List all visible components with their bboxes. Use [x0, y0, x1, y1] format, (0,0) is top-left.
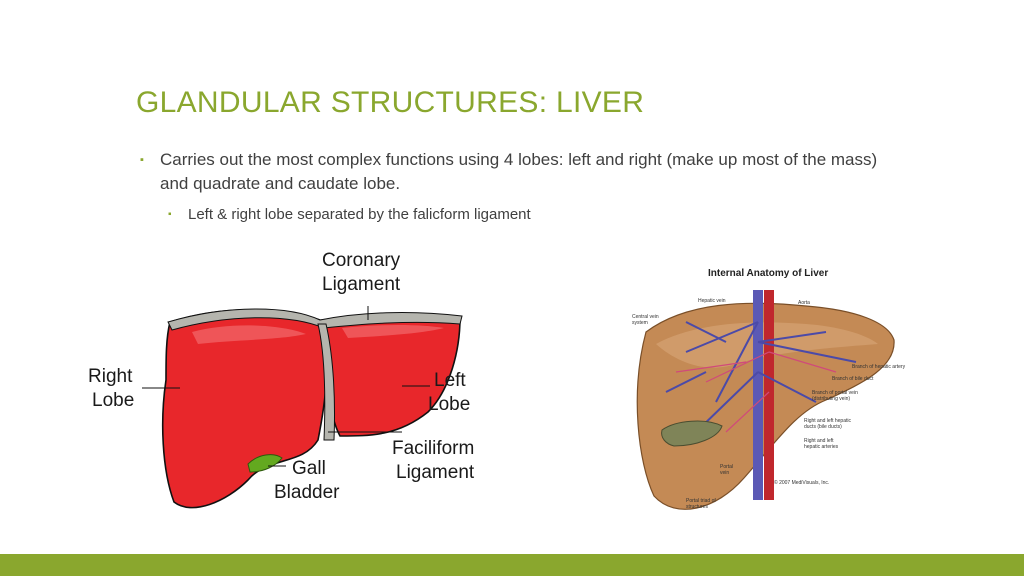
label-branch-artery: Branch of hepatic artery [852, 364, 906, 370]
label-rl-arteries: hepatic arteries [804, 444, 839, 450]
label-gall: Bladder [274, 482, 340, 503]
label-rl-arteries: Right and left [804, 438, 834, 444]
label-falciform: Faciliform [392, 438, 474, 459]
aorta-shape [764, 290, 774, 500]
gall-bladder-shape [661, 420, 723, 447]
label-central-vein: system [632, 320, 648, 326]
internal-anatomy-diagram: Internal Anatomy of Liver Hepatic vein A… [632, 268, 906, 510]
bullet-marker-icon: ▪ [168, 209, 172, 220]
label-portal-triad: structures [686, 504, 708, 510]
label-coronary: Coronary [322, 250, 401, 271]
label-copyright: © 2007 MediVisuals, Inc. [774, 479, 829, 486]
gall-bladder-shape [247, 454, 283, 473]
label-portal-vein: Portal [720, 464, 733, 470]
figure-title: Internal Anatomy of Liver [708, 268, 828, 279]
bullet-list: ▪ Carries out the most complex functions… [140, 148, 900, 226]
label-right-lobe: Right [88, 366, 133, 387]
vein-branches-shape [665, 321, 857, 433]
liver-lobes-diagram: Coronary Ligament Right Lobe Left Lobe F… [88, 250, 475, 509]
highlight-shape [342, 325, 444, 338]
label-right-lobe: Lobe [92, 390, 134, 411]
label-portal-triad: Portal triad of [686, 498, 716, 504]
label-rl-ducts: Right and left hepatic [804, 418, 851, 424]
label-central-vein: Central vein [632, 314, 659, 320]
vena-cava-shape [753, 290, 763, 500]
label-gall: Gall [292, 458, 326, 479]
bullet-item: ▪ Carries out the most complex functions… [140, 148, 900, 196]
bullet-marker-icon: ▪ [140, 154, 144, 166]
label-rl-ducts: ducts (bile ducts) [804, 424, 842, 430]
coronary-ligament-shape [167, 308, 463, 331]
label-aorta: Aorta [798, 300, 810, 306]
label-hepatic-vein: Hepatic vein [698, 298, 726, 304]
footer-accent-bar [0, 554, 1024, 576]
artery-branches-shape [675, 351, 837, 433]
label-left-lobe: Lobe [428, 394, 470, 415]
label-branch-bile: Branch of bile duct [832, 376, 874, 382]
slide-title: GLANDULAR STRUCTURES: LIVER [136, 86, 645, 119]
sub-bullet-item: ▪ Left & right lobe separated by the fal… [168, 204, 900, 226]
sub-bullet-text: Left & right lobe separated by the falic… [188, 206, 531, 223]
label-branch-portal: Branch of portal vein [812, 390, 858, 396]
label-left-lobe: Left [434, 370, 466, 391]
bullet-text: Carries out the most complex functions u… [160, 150, 878, 193]
falciform-ligament-shape [317, 323, 336, 441]
label-falciform: Ligament [396, 462, 475, 483]
label-branch-portal: (distributing vein) [812, 396, 850, 402]
highlight-shape [192, 325, 306, 344]
label-coronary: Ligament [322, 274, 401, 295]
label-portal-vein: vein [720, 470, 729, 476]
